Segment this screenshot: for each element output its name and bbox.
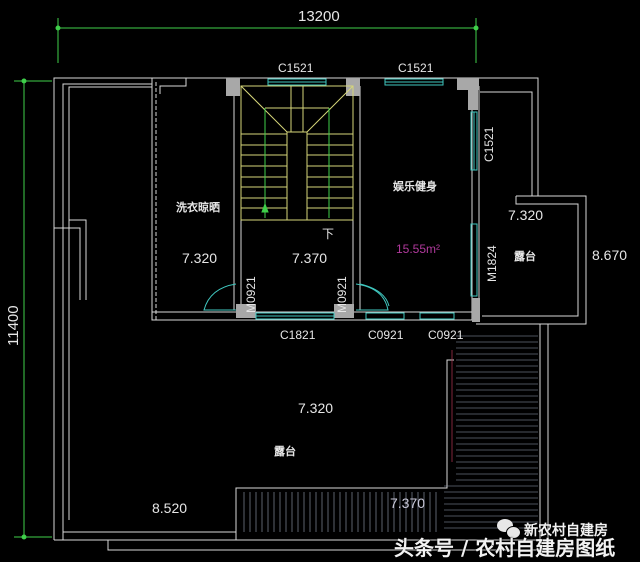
elevation-stair-hall: 7.370 xyxy=(292,250,328,266)
elevation-balcony-right: 7.320 xyxy=(508,207,544,223)
overall-height-dimension: 11400 xyxy=(5,305,22,346)
columns xyxy=(226,78,480,322)
watermark-caption: 头条号 / 农村自建房图纸 xyxy=(394,536,616,560)
windows xyxy=(203,78,478,320)
window-label-right-vertical: C1521 xyxy=(482,126,496,162)
window-label-bottom-1: C0921 xyxy=(368,328,404,342)
elevation-roof-right: 8.670 xyxy=(592,247,628,263)
door-label-right: M0921 xyxy=(335,276,349,313)
stair-down-label: 下 xyxy=(322,227,335,241)
outer-walls xyxy=(53,77,587,556)
window-label-top-left: C1521 xyxy=(278,61,314,75)
elevation-laundry: 7.320 xyxy=(182,250,218,266)
elevation-terrace-main: 7.320 xyxy=(298,400,334,416)
roof-hatching-bottom xyxy=(243,492,437,532)
staircase xyxy=(240,85,354,221)
room-label-terrace-main: 露台 xyxy=(274,446,296,458)
window-label-bottom-2: C0921 xyxy=(428,328,464,342)
watermark-account: 新农村自建房 xyxy=(524,523,608,539)
overall-width-dimension: 13200 xyxy=(298,8,340,25)
elevation-roof-bottom: 7.370 xyxy=(390,495,426,511)
wechat-icon-bubble xyxy=(506,526,521,539)
window-label-top-right: C1521 xyxy=(398,61,434,75)
dimension-lines xyxy=(14,18,479,540)
room-label-balcony-right: 露台 xyxy=(514,251,536,263)
room-label-fitness: 娱乐健身 xyxy=(393,181,437,193)
door-label-balcony: M1824 xyxy=(485,245,499,282)
stair-direction-arrow xyxy=(261,108,330,218)
roof-hatching xyxy=(444,335,538,529)
elevation-roof-left: 8.520 xyxy=(152,500,188,516)
door-label-left: M0921 xyxy=(244,276,258,313)
room-area-fitness: 15.55m² xyxy=(396,242,441,256)
window-label-bottom-center: C1821 xyxy=(280,328,316,342)
room-label-laundry: 洗衣晾晒 xyxy=(176,202,220,214)
